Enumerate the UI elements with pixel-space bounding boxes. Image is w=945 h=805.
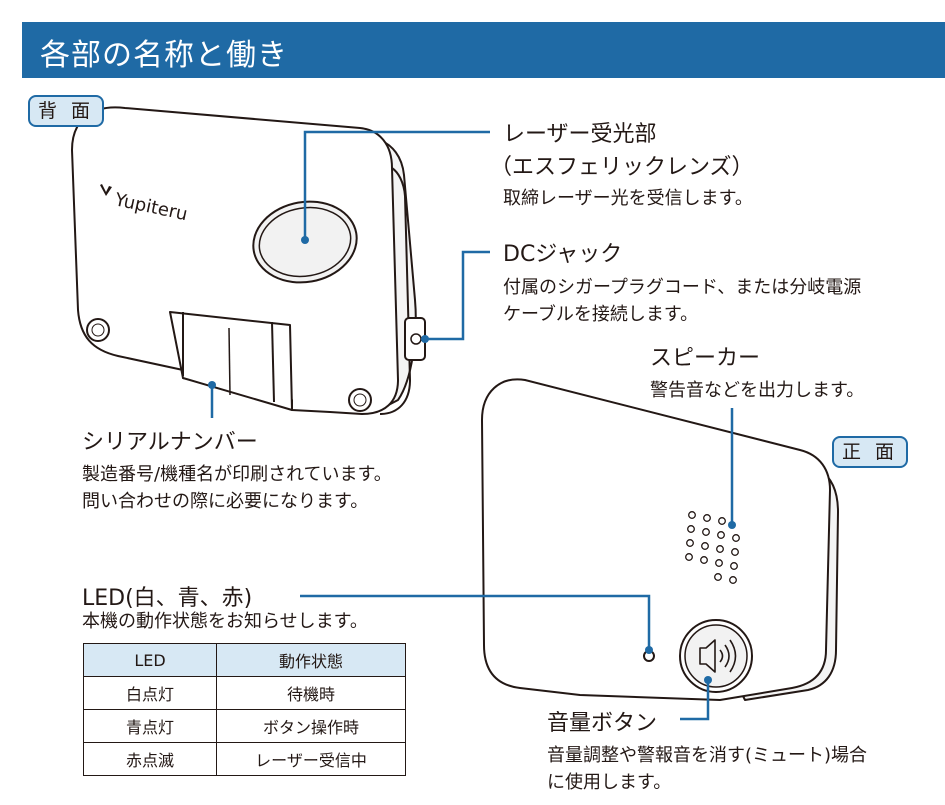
back-view-tag: 背 面 xyxy=(28,95,105,127)
led-leader xyxy=(300,594,651,650)
front-device xyxy=(481,378,839,701)
led-status-table: LED 動作状態 白点灯 待機時 青点灯 ボタン操作時 赤点滅 レーザー受信中 xyxy=(83,643,406,776)
laser-leader xyxy=(303,130,490,240)
dc-title: DCジャック xyxy=(503,242,623,267)
laser-title: レーザー受光部 xyxy=(503,122,657,147)
table-cell-led: 白点灯 xyxy=(83,676,217,710)
speaker-title: スピーカー xyxy=(650,346,761,371)
table-row: 赤点滅 レーザー受信中 xyxy=(83,742,406,776)
back-device xyxy=(71,106,426,415)
table-cell-led: 青点灯 xyxy=(83,709,217,743)
dc-desc-2: ケーブルを接続します。 xyxy=(503,304,699,325)
section-title: 各部の名称と働き xyxy=(40,38,288,73)
back-hole-right xyxy=(348,388,372,412)
rear-slot xyxy=(169,311,293,411)
table-cell-status: 待機時 xyxy=(216,676,406,710)
speaker-desc: 警告音などを出力します。 xyxy=(650,380,865,401)
table-cell-status: レーザー受信中 xyxy=(216,742,406,776)
back-hole-left xyxy=(86,318,110,342)
table-cell-status: ボタン操作時 xyxy=(216,709,406,743)
yupiteru-logo xyxy=(100,184,112,196)
back-device-rim xyxy=(379,167,411,415)
dc-desc-1: 付属のシガープラグコード、または分岐電源 xyxy=(503,277,862,298)
front-view-tag: 正 面 xyxy=(832,436,909,468)
laser-desc: 取締レーザー光を受信します。 xyxy=(503,188,753,209)
volume-desc-2: に使用します。 xyxy=(547,772,672,793)
volume-leader xyxy=(680,680,710,721)
led-desc: 本機の動作状態をお知らせします。 xyxy=(82,611,368,632)
speaker-grille xyxy=(685,511,740,584)
dc-leader xyxy=(425,250,490,341)
table-header-status: 動作状態 xyxy=(216,643,406,677)
table-header-row: LED 動作状態 xyxy=(83,643,406,677)
volume-desc-1: 音量調整や警報音を消す(ミュート)場合 xyxy=(547,745,868,766)
front-device-body xyxy=(481,378,831,701)
serial-title: シリアルナンバー xyxy=(82,430,258,455)
table-cell-led: 赤点滅 xyxy=(83,742,217,776)
table-row: 青点灯 ボタン操作時 xyxy=(83,709,406,743)
speaker-mute-icon xyxy=(699,639,716,673)
volume-title: 音量ボタン xyxy=(547,711,658,736)
serial-desc-2: 問い合わせの際に必要になります。 xyxy=(82,491,369,512)
section-header: 各部の名称と働き xyxy=(22,22,945,78)
led-title: LED(白、青、赤) xyxy=(82,586,253,611)
laser-title-sub: （エスフェリックレンズ） xyxy=(490,155,754,180)
leader-lines xyxy=(208,130,736,721)
serial-desc-1: 製造番号/機種名が印刷されています。 xyxy=(82,464,392,485)
table-header-led: LED xyxy=(83,643,217,677)
table-row: 白点灯 待機時 xyxy=(83,676,406,710)
